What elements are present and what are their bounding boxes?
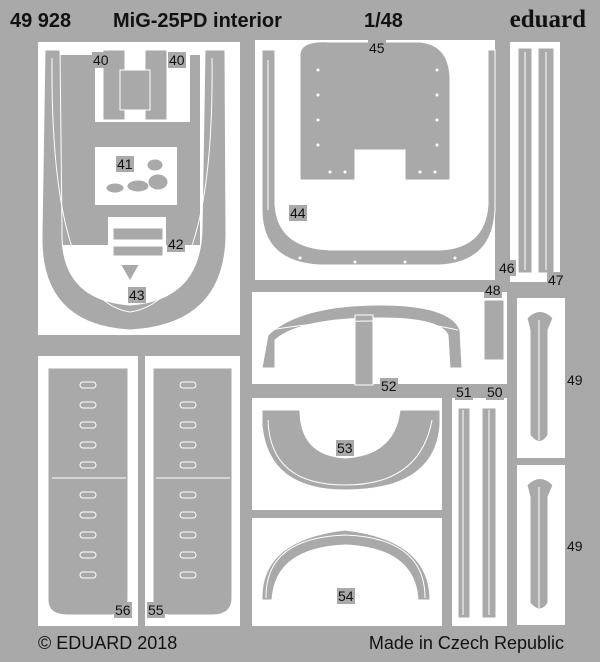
part-label-53: 53: [336, 440, 354, 456]
set-title: MiG-25PD interior: [113, 10, 282, 32]
part-label-41: 41: [116, 156, 134, 172]
part-details: [51, 52, 547, 615]
origin-text: Made in Czech Republic: [368, 633, 564, 653]
part-label-45: 45: [368, 40, 386, 56]
part-label-55: 55: [147, 602, 165, 618]
part-label-50: 50: [486, 384, 504, 400]
rivets: [298, 68, 457, 264]
part-label-43: 43: [128, 287, 146, 303]
part-label-42: 42: [167, 236, 185, 252]
part-label-46: 46: [498, 260, 516, 276]
part-label-51: 51: [455, 384, 473, 400]
part-label-49-bottom: 49: [566, 538, 584, 554]
part-label-44: 44: [289, 205, 307, 221]
part-label-56: 56: [114, 602, 132, 618]
part-label-48: 48: [484, 282, 502, 298]
part-label-49-top: 49: [566, 372, 584, 388]
brand-logo-text: eduard: [509, 6, 586, 33]
part-label-40-right: 40: [168, 52, 186, 68]
set-number: 49 928: [10, 10, 72, 32]
copyright-text: © EDUARD 2018: [38, 633, 178, 653]
set-scale: 1/48: [364, 10, 403, 32]
part-label-47: 47: [547, 272, 565, 288]
part-label-40-left: 40: [92, 52, 110, 68]
panel-slots: [52, 381, 230, 579]
part-label-54: 54: [337, 588, 355, 604]
part-label-52: 52: [380, 378, 398, 394]
